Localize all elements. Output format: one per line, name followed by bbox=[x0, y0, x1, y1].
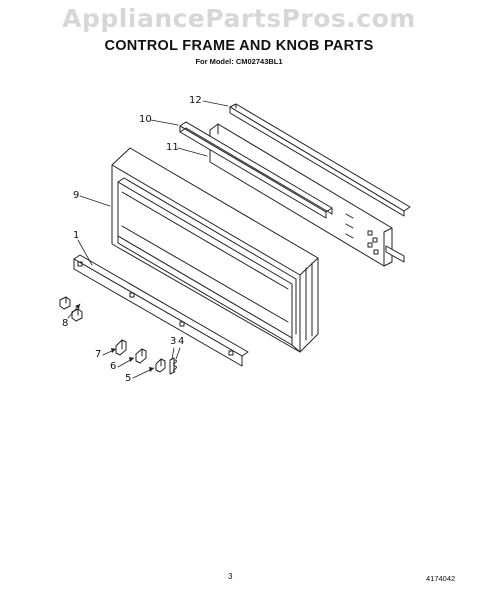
document-part-number: 4174042 bbox=[426, 574, 456, 583]
leader-arrowheads bbox=[75, 304, 154, 372]
callout-1: 1 bbox=[73, 230, 80, 241]
callout-4: 4 bbox=[178, 336, 185, 347]
part-10-channel-strip bbox=[179, 121, 333, 219]
part-3-4-shaft-spring bbox=[169, 357, 177, 375]
model-subtitle: For Model: CM02743BL1 bbox=[195, 57, 283, 66]
part-7-knob bbox=[115, 339, 127, 356]
callout-6: 6 bbox=[110, 361, 117, 372]
part-5-knob bbox=[155, 358, 166, 373]
callout-9: 9 bbox=[73, 190, 80, 201]
part-6-knob bbox=[135, 348, 147, 364]
callout-3: 3 bbox=[170, 336, 177, 347]
watermark: AppliancePartsPros.com bbox=[62, 4, 416, 33]
page-number: 3 bbox=[228, 572, 233, 581]
callout-11: 11 bbox=[166, 142, 179, 153]
part-9-control-frame bbox=[111, 147, 319, 353]
part-8-knobs bbox=[59, 296, 83, 322]
callout-12: 12 bbox=[189, 95, 202, 106]
part-12-top-strip bbox=[229, 103, 411, 217]
part-1-label-strip bbox=[73, 254, 249, 367]
callout-5: 5 bbox=[125, 373, 132, 384]
callout-8: 8 bbox=[62, 318, 69, 329]
callout-10: 10 bbox=[139, 114, 152, 125]
diagram-title: CONTROL FRAME AND KNOB PARTS bbox=[104, 38, 374, 54]
callout-7: 7 bbox=[95, 349, 102, 360]
